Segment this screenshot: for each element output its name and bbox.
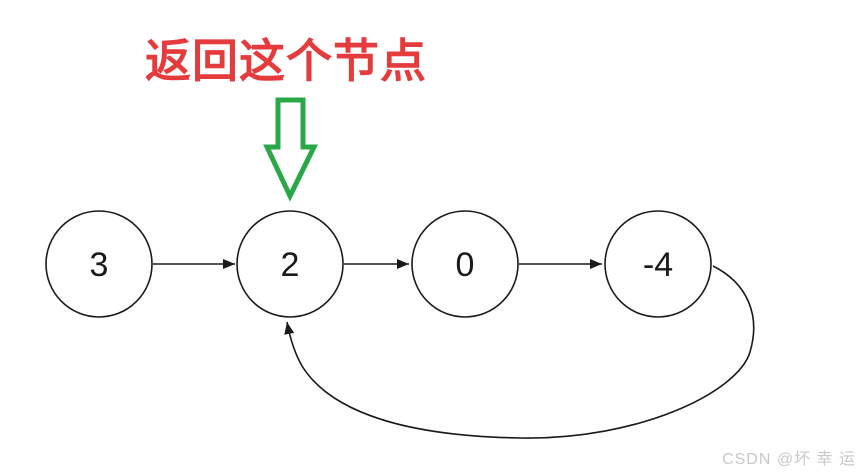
node-2: 2 xyxy=(236,210,344,318)
node-value: 2 xyxy=(281,246,300,284)
node-value: -4 xyxy=(643,246,673,284)
node-circle xyxy=(45,210,153,318)
node-circle xyxy=(604,210,712,318)
node-0: 0 xyxy=(411,210,519,318)
node-circle xyxy=(236,210,344,318)
node-neg4: -4 xyxy=(604,210,712,318)
down-block-arrow-icon xyxy=(263,97,319,202)
node-circle xyxy=(411,210,519,318)
node-value: 3 xyxy=(90,246,109,284)
annotation-text: 返回这个节点 xyxy=(145,34,427,88)
watermark: CSDN @坏 幸 运 xyxy=(722,451,856,468)
node-3: 3 xyxy=(45,210,153,318)
cycle-edge-neg4-to-2 xyxy=(284,265,755,439)
node-value: 0 xyxy=(456,246,475,284)
